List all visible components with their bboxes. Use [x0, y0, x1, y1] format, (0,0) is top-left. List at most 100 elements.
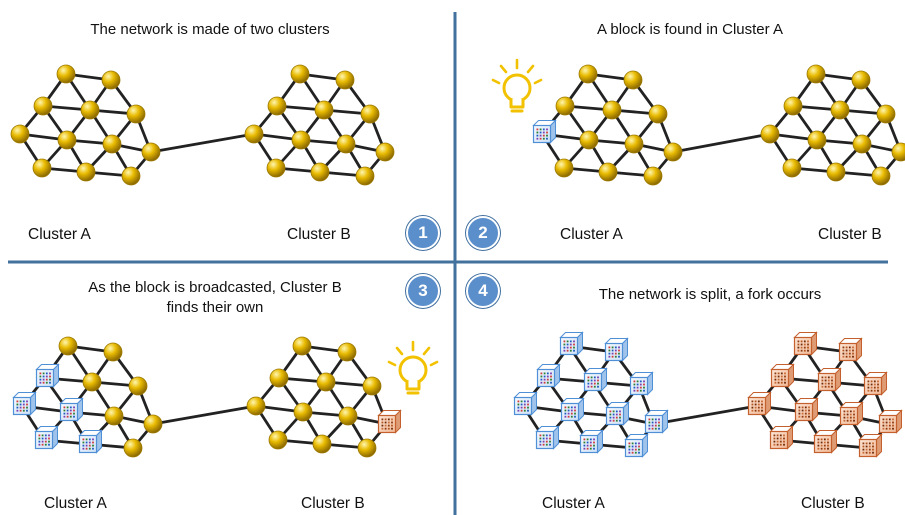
panel-1-cluster-b-node-3 [314, 100, 334, 120]
panel-1-caption: The network is made of two clusters [90, 21, 330, 38]
panel-3-cluster-a-block-6 [59, 397, 84, 422]
panel-4-cluster-a-block-8 [644, 409, 669, 434]
panel-1-cluster-b-node-8 [375, 142, 395, 162]
panel-3-caption-line-2: finds their own [166, 299, 264, 316]
panel-2-cluster-b-node-2 [783, 96, 803, 116]
panel-2-cluster-b-node-7 [852, 134, 872, 154]
panel-1-cluster-b-node-0 [290, 64, 310, 84]
panel-3-caption-line-1: As the block is broadcasted, Cluster B [88, 279, 342, 296]
panel-2-cluster-a-node-0 [578, 64, 598, 84]
step-4-badge: 4 [466, 274, 500, 308]
panel-4-cluster-b-block-5 [747, 391, 772, 416]
panel-2-cluster-a-node-3 [602, 100, 622, 120]
step-3-badge: 3 [406, 274, 440, 308]
panel-4-cluster-a-block-5 [513, 391, 538, 416]
panel-4-cluster-a-label: Cluster A [542, 495, 605, 512]
panel-4-cluster-b-block-11 [858, 433, 883, 458]
panel-2-cluster-a-node-2 [555, 96, 575, 116]
panel-4-caption: The network is split, a fork occurs [598, 286, 822, 303]
panel-1-cluster-a-node-6 [57, 130, 77, 150]
panel-2-cluster-a-node-4 [648, 104, 668, 124]
panel-1-cluster-b-node-9 [266, 158, 286, 178]
panel-3-cluster-b-node-1 [337, 342, 357, 362]
panel-1-cluster-a-node-7 [102, 134, 122, 154]
panel-3-cluster-a-block-9 [34, 425, 59, 450]
panel-1-cluster-a-node-3 [80, 100, 100, 120]
panel-2-caption: A block is found in Cluster A [597, 21, 783, 38]
panel-2-cluster-a-block-5 [532, 119, 557, 144]
panel-2-bridge-link [672, 132, 771, 154]
panel-2-cluster-b-node-4 [876, 104, 896, 124]
step-1-badge: 1 [406, 216, 440, 250]
panel-3-cluster-a-node-7 [104, 406, 124, 426]
panel-3-cluster-a-node-8 [143, 414, 163, 434]
panel-4-cluster-b-block-4 [863, 371, 888, 396]
panel-4-cluster-b-block-7 [839, 401, 864, 426]
panel-2-cluster-b-node-11 [871, 166, 891, 186]
panel-4-cluster-a-block-1 [604, 337, 629, 362]
panel-4-cluster-a-block-9 [535, 425, 560, 450]
panel-3-cluster-b-node-5 [246, 396, 266, 416]
panel-2-cluster-b-node-3 [830, 100, 850, 120]
panel-4-cluster-b-block-6 [794, 397, 819, 422]
panel-3-cluster-b-node-6 [293, 402, 313, 422]
panel-4-bridge-link [653, 404, 758, 426]
panel-2-cluster-a-node-1 [623, 70, 643, 90]
panel-1-cluster-a-node-5 [10, 124, 30, 144]
panel-4-cluster-b-block-0 [793, 331, 818, 356]
panel-4-cluster-a-block-4 [629, 371, 654, 396]
panel-3-cluster-b-block-8 [377, 409, 402, 434]
panel-3-cluster-a-block-2 [35, 363, 60, 388]
panel-1-cluster-a-node-8 [141, 142, 161, 162]
panel-3-cluster-a-node-11 [123, 438, 143, 458]
panel-2-cluster-a-node-8 [663, 142, 683, 162]
panel-3-cluster-a-node-3 [82, 372, 102, 392]
panel-4-cluster-b-block-8 [878, 409, 903, 434]
panel-1-cluster-a-node-9 [32, 158, 52, 178]
panel-1-cluster-b-node-5 [244, 124, 264, 144]
panel-1-cluster-a-node-11 [121, 166, 141, 186]
panel-1-cluster-b-node-7 [336, 134, 356, 154]
panel-1-cluster-a-node-2 [33, 96, 53, 116]
panel-2-cluster-b-node-9 [782, 158, 802, 178]
panel-1-cluster-a-label: Cluster A [28, 226, 91, 243]
panel-4-cluster-a-block-0 [559, 331, 584, 356]
panel-2-cluster-a-node-11 [643, 166, 663, 186]
panel-4-cluster-a-block-3 [583, 367, 608, 392]
panel-1-cluster-b-node-1 [335, 70, 355, 90]
panel-4-cluster-b-block-9 [769, 425, 794, 450]
panel-2-cluster-b-node-5 [760, 124, 780, 144]
panel-3-cluster-a-node-4 [128, 376, 148, 396]
panel-1-cluster-a-node-1 [101, 70, 121, 90]
panel-4-cluster-b-block-1 [838, 337, 863, 362]
panel-3-cluster-b-node-0 [292, 336, 312, 356]
panel-4-cluster-a-block-7 [605, 401, 630, 426]
panel-2-cluster-a-label: Cluster A [560, 226, 623, 243]
panel-1-cluster-a-node-0 [56, 64, 76, 84]
panel-4-cluster-a-block-11 [624, 433, 649, 458]
panel-3-cluster-b-node-9 [268, 430, 288, 450]
panel-2-cluster-b-label: Cluster B [818, 226, 882, 243]
panel-4-cluster-a-block-2 [536, 363, 561, 388]
panel-1-cluster-b-node-4 [360, 104, 380, 124]
panel-1-cluster-a-node-10 [76, 162, 96, 182]
panel-1-cluster-b-label: Cluster B [287, 226, 351, 243]
panel-1-cluster-b-node-6 [291, 130, 311, 150]
panel-3-cluster-b-node-7 [338, 406, 358, 426]
panel-3-lightbulb-icon [387, 340, 439, 395]
panel-2-cluster-b-node-0 [806, 64, 826, 84]
panel-2-cluster-b-node-1 [851, 70, 871, 90]
panel-2-cluster-a-node-9 [554, 158, 574, 178]
panel-3-cluster-b-label: Cluster B [301, 495, 365, 512]
panel-3-cluster-b-node-11 [357, 438, 377, 458]
panel-4-cluster-b-block-10 [813, 429, 838, 454]
panel-4-cluster-a-block-10 [579, 429, 604, 454]
panel-1-bridge-link [150, 132, 255, 154]
panel-3-cluster-b-node-4 [362, 376, 382, 396]
panel-3-cluster-b-node-10 [312, 434, 332, 454]
panel-4-cluster-a-block-6 [560, 397, 585, 422]
panel-1-cluster-b-node-11 [355, 166, 375, 186]
panel-1-cluster-b-node-2 [267, 96, 287, 116]
panel-3-cluster-a-block-5 [12, 391, 37, 416]
